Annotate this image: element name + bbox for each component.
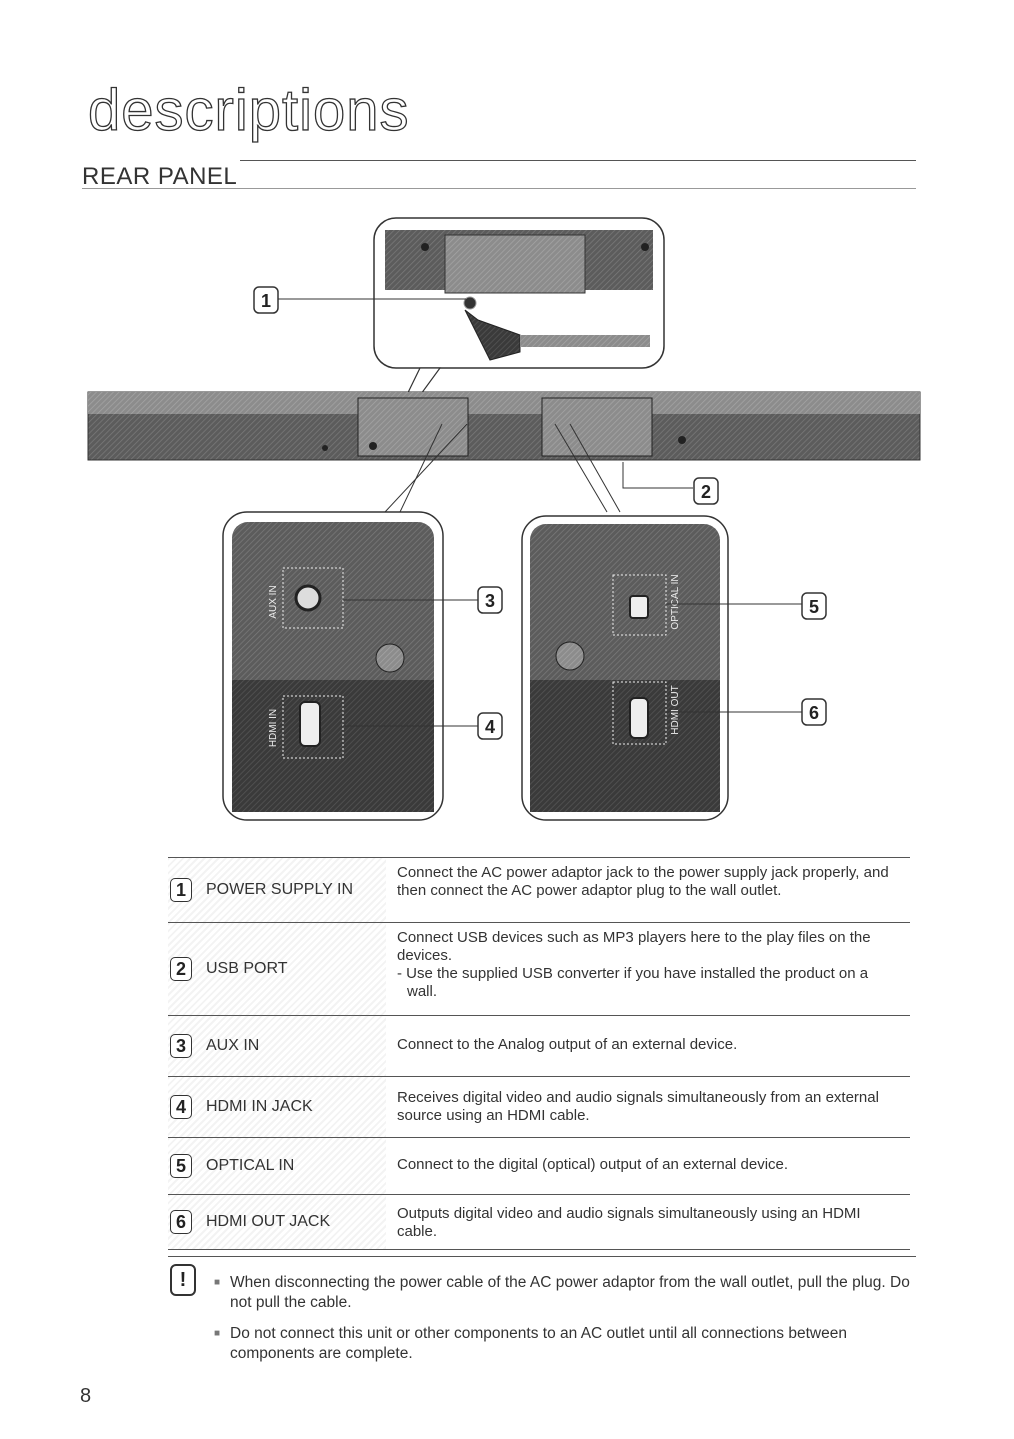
title-rule — [240, 160, 916, 161]
aux-in-port-label: AUX IN — [268, 585, 279, 618]
page-number: 8 — [80, 1385, 92, 1407]
bullet-icon: ■ — [214, 1328, 221, 1339]
row-number: 6 — [170, 1210, 192, 1234]
row-description: Receives digital video and audio signals… — [397, 1077, 910, 1129]
row-description: Outputs digital video and audio signals … — [397, 1195, 910, 1245]
description-text: Receives digital video and audio signals… — [397, 1089, 879, 1124]
optical-in-port-label: OPTICAL IN — [670, 574, 681, 629]
description-text: Connect to the Analog output of an exter… — [397, 1036, 738, 1053]
callout-3: 3 — [477, 586, 503, 614]
section-title: descriptions — [87, 78, 410, 143]
hdmi-in-port-label: HDMI IN — [268, 709, 279, 747]
row-label: POWER SUPPLY IN — [206, 880, 353, 898]
left-port-zoom: AUX IN HDMI IN — [222, 511, 444, 821]
note-rule — [168, 1256, 916, 1257]
table-row: 4 HDMI IN JACK Receives digital video an… — [168, 1076, 910, 1137]
callout-1: 1 — [253, 286, 279, 314]
row-label-cell: 3 AUX IN — [168, 1016, 386, 1076]
table-row: 3 AUX IN Connect to the Analog output of… — [168, 1015, 910, 1076]
description-subnote: - Use the supplied USB converter if you … — [397, 965, 869, 1000]
rear-panel-diagram: AUX IN HDMI IN OPTICAL IN HDMI OUT 1 2 3… — [87, 217, 921, 821]
row-number: 5 — [170, 1154, 192, 1178]
row-label: USB PORT — [206, 959, 288, 977]
row-label-cell: 4 HDMI IN JACK — [168, 1077, 386, 1137]
row-description: Connect USB devices such as MP3 players … — [397, 923, 910, 1005]
svg-text:3: 3 — [485, 591, 495, 611]
description-text: Connect USB devices such as MP3 players … — [397, 929, 871, 964]
row-description: Connect the AC power adaptor jack to the… — [397, 858, 910, 904]
row-label: AUX IN — [206, 1036, 260, 1054]
svg-text:1: 1 — [261, 291, 271, 311]
row-description: Connect to the digital (optical) output … — [397, 1138, 910, 1178]
svg-text:4: 4 — [485, 717, 495, 737]
callout-6: 6 — [801, 698, 827, 726]
row-label: HDMI IN JACK — [206, 1097, 313, 1115]
row-label-cell: 2 USB PORT — [168, 923, 386, 1015]
row-number: 4 — [170, 1095, 192, 1119]
note-item: ■ When disconnecting the power cable of … — [214, 1273, 914, 1313]
note-text: When disconnecting the power cable of th… — [230, 1274, 910, 1311]
description-text: Connect to the digital (optical) output … — [397, 1156, 789, 1173]
row-label: OPTICAL IN — [206, 1156, 295, 1174]
port-description-table: 1 POWER SUPPLY IN Connect the AC power a… — [168, 857, 910, 1250]
sub-title-rule — [82, 188, 916, 189]
svg-text:5: 5 — [809, 597, 819, 617]
row-label: HDMI OUT JACK — [206, 1212, 331, 1230]
row-label-cell: 6 HDMI OUT JACK — [168, 1195, 386, 1249]
svg-text:2: 2 — [701, 482, 711, 502]
row-number: 1 — [170, 878, 192, 902]
callout-4: 4 — [477, 712, 503, 740]
table-row: 5 OPTICAL IN Connect to the digital (opt… — [168, 1137, 910, 1194]
row-description: Connect to the Analog output of an exter… — [397, 1016, 910, 1058]
power-supply-zoom — [373, 217, 665, 451]
bullet-icon: ■ — [214, 1277, 221, 1288]
table-row: 1 POWER SUPPLY IN Connect the AC power a… — [168, 857, 910, 922]
row-label-cell: 5 OPTICAL IN — [168, 1138, 386, 1194]
row-number: 2 — [170, 957, 192, 981]
notes-list: ■ When disconnecting the power cable of … — [214, 1273, 914, 1375]
right-port-zoom: OPTICAL IN HDMI OUT — [521, 515, 729, 821]
description-text: Connect the AC power adaptor jack to the… — [397, 864, 889, 899]
callout-5: 5 — [801, 592, 827, 620]
table-row: 6 HDMI OUT JACK Outputs digital video an… — [168, 1194, 910, 1250]
description-text: Outputs digital video and audio signals … — [397, 1205, 861, 1240]
soundbar-body — [87, 391, 921, 461]
row-number: 3 — [170, 1034, 192, 1058]
note-item: ■ Do not connect this unit or other comp… — [214, 1324, 914, 1364]
caution-icon: ! — [170, 1264, 196, 1296]
note-text: Do not connect this unit or other compon… — [230, 1325, 847, 1362]
hdmi-out-port-label: HDMI OUT — [670, 685, 681, 734]
svg-text:6: 6 — [809, 703, 819, 723]
sub-title: REAR PANEL — [82, 163, 238, 190]
row-label-cell: 1 POWER SUPPLY IN — [168, 858, 386, 922]
callout-2: 2 — [693, 477, 719, 505]
table-row: 2 USB PORT Connect USB devices such as M… — [168, 922, 910, 1015]
